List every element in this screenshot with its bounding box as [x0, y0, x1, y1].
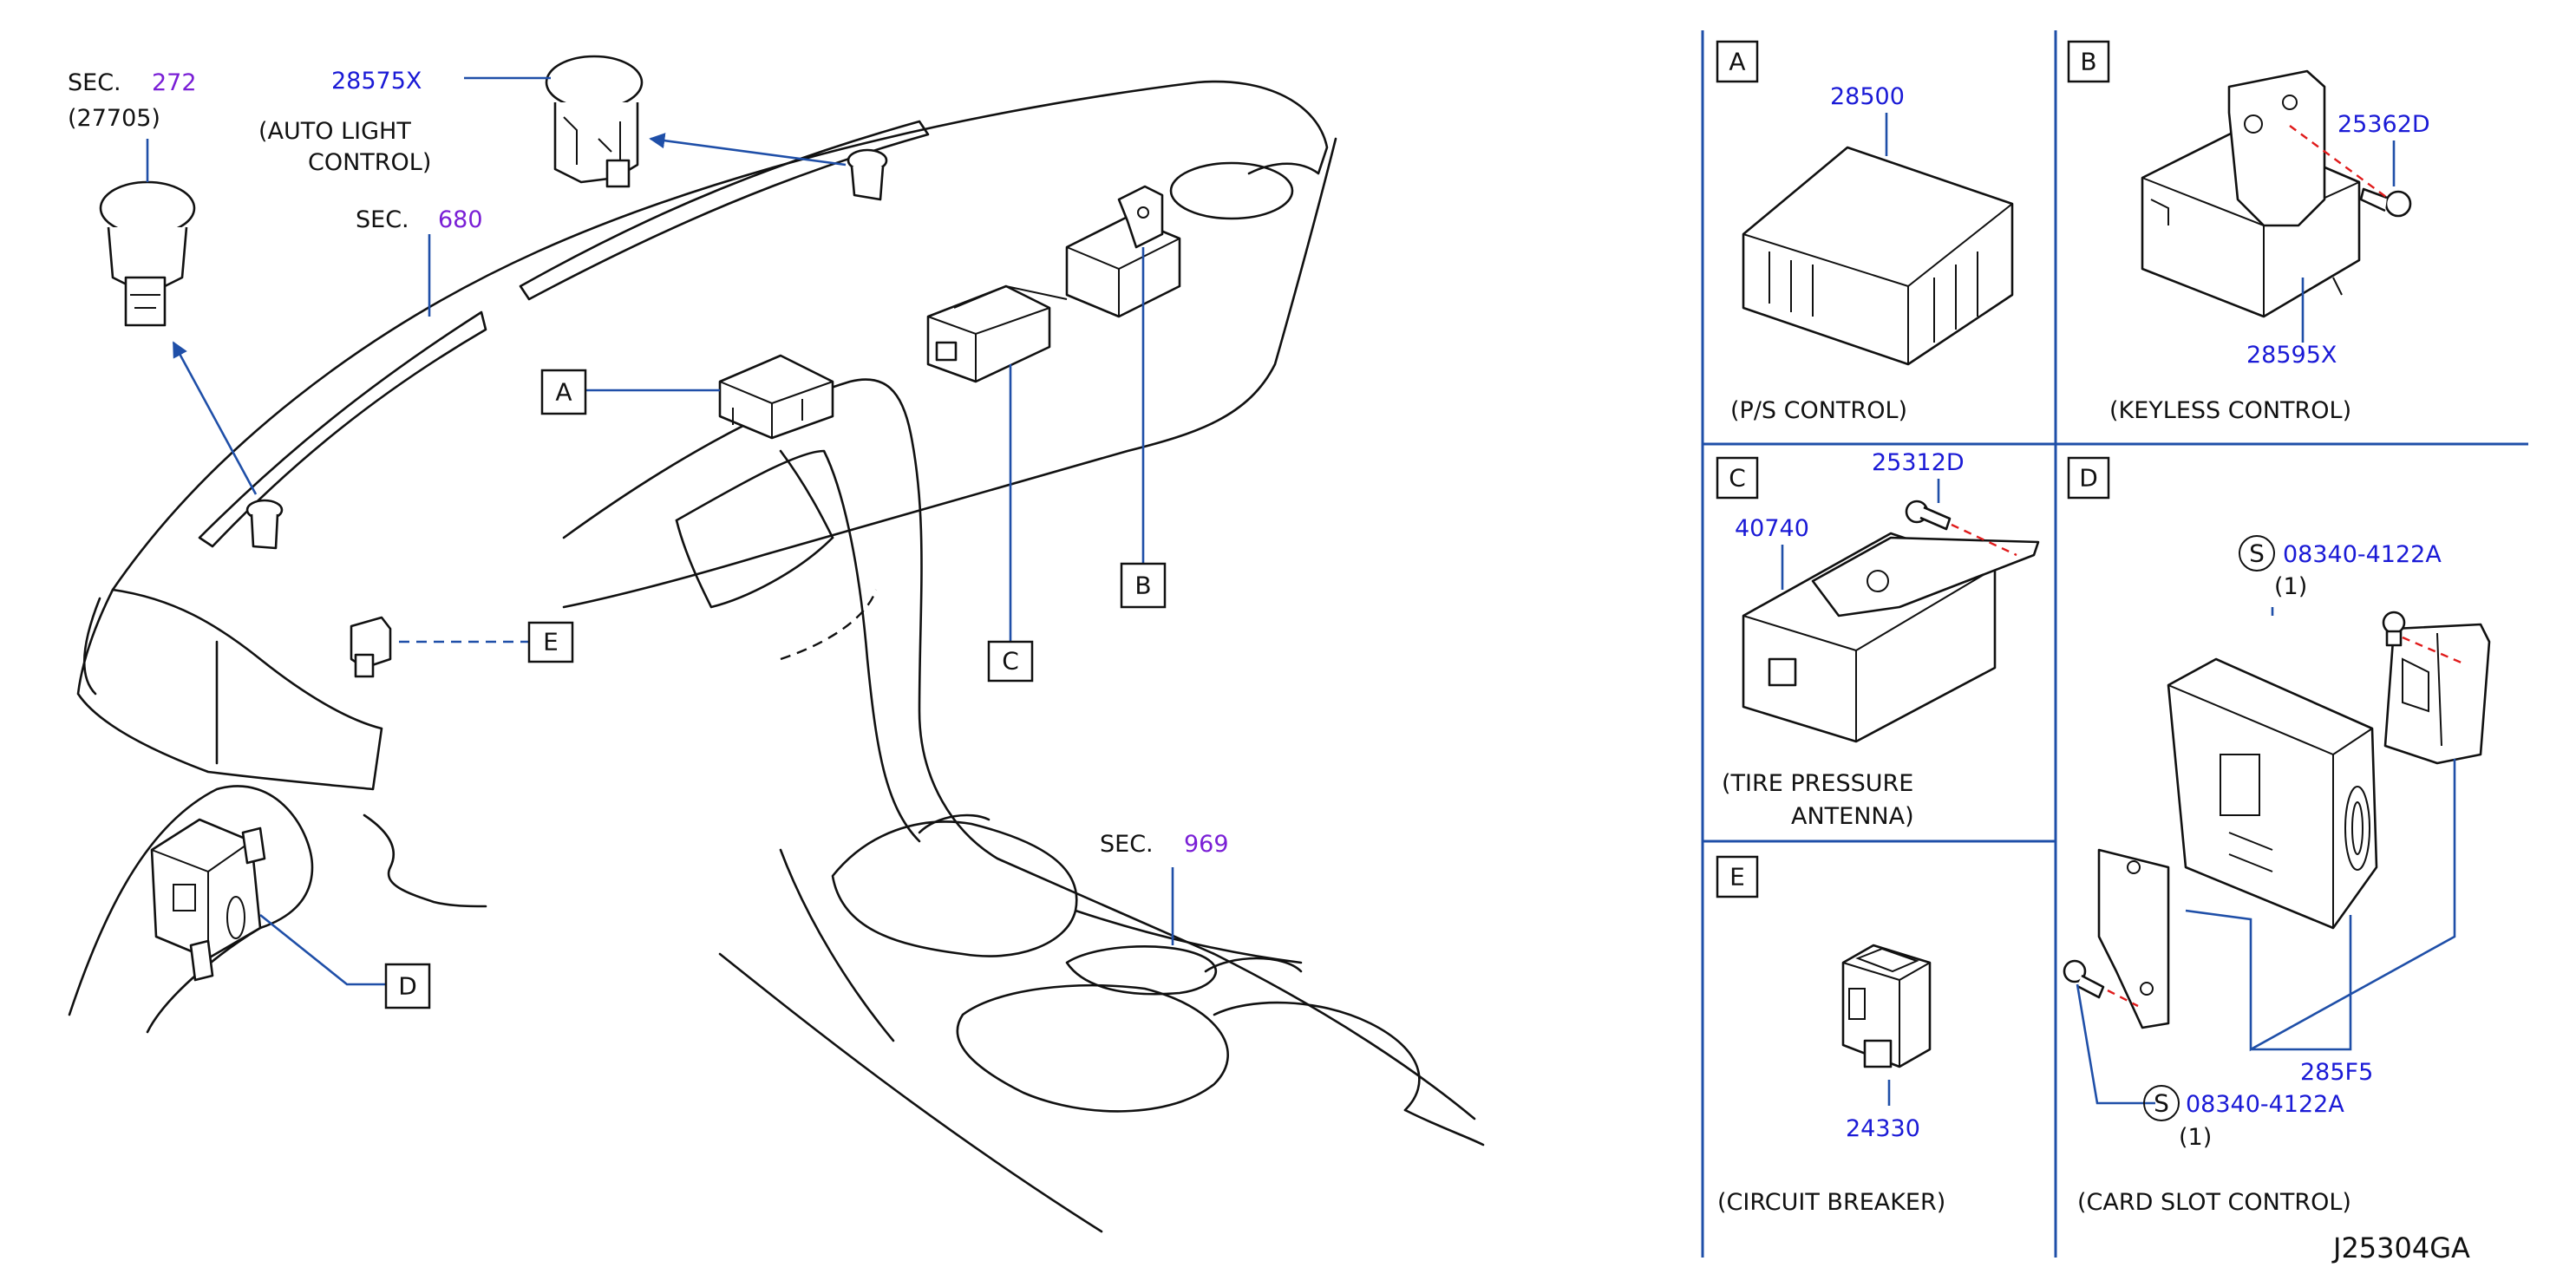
callout-d[interactable]: D: [384, 963, 431, 1009]
keyless-screw: [2359, 187, 2412, 218]
screw-top: [2382, 611, 2406, 647]
panel-e-caption: (CIRCUIT BREAKER): [1717, 1189, 1945, 1216]
defroster-vent-right: [519, 120, 930, 301]
panel-d-letter-box: [2067, 456, 2110, 500]
panel-b-part-unit[interactable]: 28595X: [2246, 342, 2337, 369]
card-slot-bracket-right: [2383, 623, 2491, 765]
callout-b[interactable]: B: [1120, 562, 1167, 609]
s-symbol-circle-top: [2239, 535, 2275, 572]
panel-d-qty-top: (1): [2274, 573, 2307, 600]
keyless-control-small: [1065, 185, 1181, 318]
dash-sensor-right: [847, 148, 888, 201]
dash-top-outline: [111, 80, 1329, 591]
part-28575x-label[interactable]: 28575X: [331, 68, 422, 95]
panel-c-letter: C: [1729, 464, 1746, 493]
svg-text:D: D: [398, 972, 417, 1001]
panel-d: D S 08340-4122A (1): [2063, 456, 2491, 1216]
panel-c-part-screw[interactable]: 25312D: [1872, 449, 1965, 476]
circuit-breaker: [1841, 944, 1932, 1068]
s-symbol-top: S: [2249, 539, 2265, 568]
dashboard-illustration: [68, 80, 1485, 1233]
panel-e-letter-box: [1716, 855, 1759, 898]
auto-light-line1: (AUTO LIGHT: [258, 118, 411, 145]
auto-light-sensor-27705: [99, 180, 196, 327]
panel-d-caption: (CARD SLOT CONTROL): [2077, 1189, 2351, 1216]
panel-e: E 24330 (CIRCUIT BREAKER): [1716, 855, 1945, 1216]
sec-969-number[interactable]: 969: [1184, 831, 1229, 858]
left-side-panel: [76, 588, 383, 791]
center-console: [562, 378, 1476, 1120]
panel-b-caption: (KEYLESS CONTROL): [2109, 397, 2351, 424]
antenna-screw: [1905, 500, 1952, 531]
speaker-oval: [1169, 161, 1294, 220]
dash-sensor-left: [245, 499, 284, 550]
panel-a-part[interactable]: 28500: [1830, 83, 1905, 110]
panel-c: C 25312D 40740 (TIRE PRESSURE ANTENNA): [1716, 449, 2040, 830]
sec-272-prefix: SEC.: [68, 69, 121, 96]
panel-d-letter: D: [2079, 464, 2098, 493]
svg-text:E: E: [543, 628, 559, 657]
panel-c-letter-box: [1716, 456, 1759, 500]
panel-b-letter-box: [2067, 40, 2110, 83]
cupholder: [1065, 944, 1218, 996]
card-slot-control-small: [150, 818, 266, 982]
keyless-control-unit: [2141, 69, 2361, 318]
detail-panel-grid: [1701, 30, 2528, 1258]
panel-b: B 25362D 28595X (KEYLESS CONTROL): [2067, 40, 2430, 424]
panel-c-caption-line1: (TIRE PRESSURE: [1722, 770, 1913, 797]
arrow-28575x-to-dash: [649, 133, 847, 167]
callout-a[interactable]: A: [540, 369, 587, 415]
svg-text:B: B: [1134, 572, 1151, 600]
sec-969-prefix: SEC.: [1100, 831, 1154, 858]
s-symbol-circle-bottom: [2143, 1085, 2180, 1121]
panel-a-caption: (P/S CONTROL): [1730, 397, 1907, 424]
ps-control-unit: [1742, 146, 2014, 366]
auto-light-line2: CONTROL): [308, 149, 431, 176]
panel-d-module[interactable]: 285F5: [2300, 1059, 2373, 1086]
dash-front-edge: [562, 137, 1337, 609]
circuit-breaker-small: [350, 616, 392, 678]
shifter-base: [831, 820, 1078, 957]
svg-text:C: C: [1002, 647, 1019, 676]
panel-d-screw-bottom[interactable]: 08340-4122A: [2186, 1091, 2344, 1118]
callout-e[interactable]: E: [527, 621, 574, 663]
panel-e-letter: E: [1729, 863, 1745, 892]
tire-pressure-antenna: [1742, 532, 2040, 743]
tire-antenna-small: [926, 284, 1068, 383]
panel-b-part-screw[interactable]: 25362D: [2337, 111, 2430, 138]
diagram-code: J25304GA: [2331, 1231, 2470, 1264]
panel-d-qty-bottom: (1): [2179, 1124, 2212, 1151]
sec-680-prefix: SEC.: [356, 206, 409, 233]
s-symbol-bottom: S: [2154, 1089, 2169, 1118]
panel-a-letter: A: [1729, 48, 1745, 76]
panel-c-caption-line2: ANTENNA): [1791, 803, 1914, 830]
ps-control-unit-small: [718, 354, 834, 440]
arrow-27705-from-dash: [172, 341, 258, 495]
sec-680-number[interactable]: 680: [438, 206, 483, 233]
screw-bottom: [2063, 959, 2105, 999]
card-slot-bracket-left: [2097, 848, 2170, 1029]
auto-light-sensor-28575x: [545, 55, 644, 188]
panel-d-screw-top[interactable]: 08340-4122A: [2283, 541, 2442, 568]
panel-b-letter: B: [2080, 48, 2096, 76]
lower-left-dash: [68, 785, 314, 1034]
part-27705: (27705): [68, 105, 160, 132]
sec-272-number[interactable]: 272: [152, 69, 197, 96]
panel-c-part-antenna[interactable]: 40740: [1735, 515, 1809, 542]
callout-c[interactable]: C: [987, 640, 1034, 683]
card-slot-control-unit: [2167, 657, 2378, 930]
defroster-vent-left: [198, 310, 487, 548]
svg-text:A: A: [555, 378, 572, 407]
panel-e-part[interactable]: 24330: [1846, 1115, 1920, 1142]
panel-a: A 28500 (P/S CONTROL): [1716, 40, 2014, 424]
panel-a-letter-box: [1716, 40, 1759, 83]
